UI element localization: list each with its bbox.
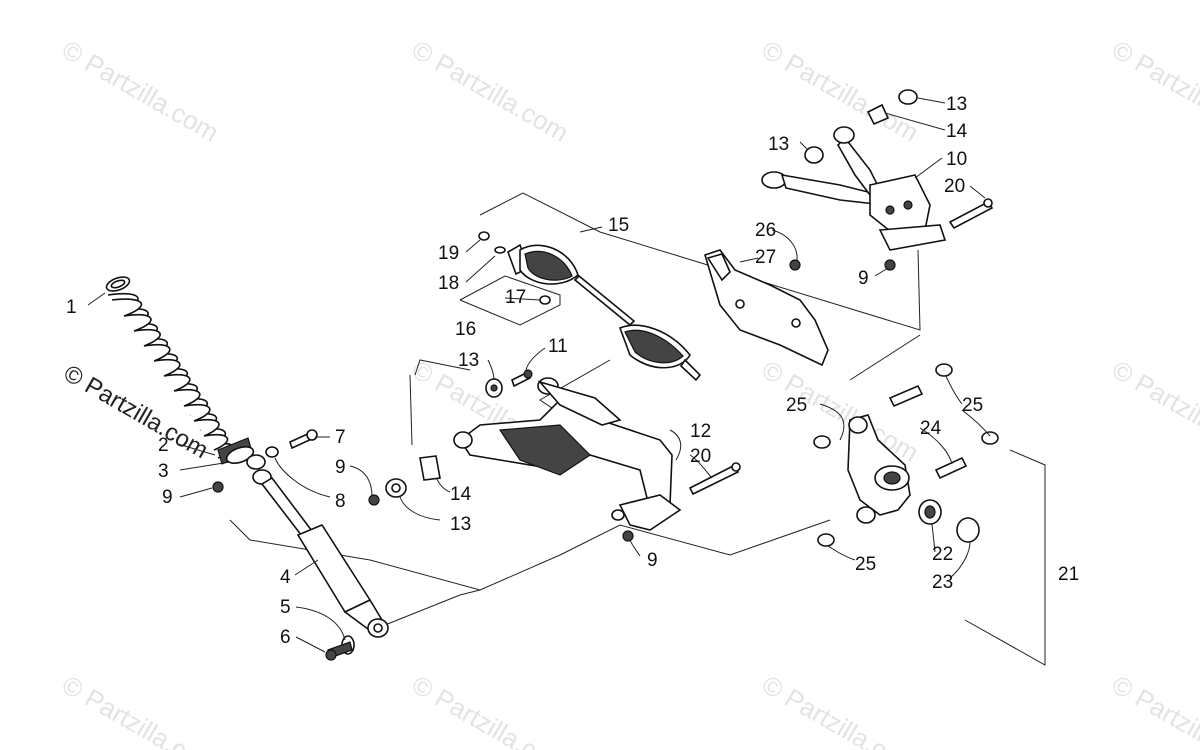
callout-20: 20 [944,176,965,197]
arm-bolt-11 [511,369,533,388]
callout-5: 5 [280,597,291,618]
callout-6: 6 [280,627,291,648]
nut-arm-lower [622,530,634,542]
callout-25: 25 [786,395,807,416]
callout-7: 7 [335,427,346,448]
callout-24: 24 [920,418,942,439]
shock-upper-bushing [265,446,279,458]
callout-13: 13 [450,514,471,535]
guard-bolt [789,259,801,271]
watermark: © Partzilla.com [757,354,924,468]
callout-14: 14 [946,121,968,142]
guard-plate [704,249,829,367]
callout-15: 15 [608,215,629,236]
callout-9: 9 [858,268,869,289]
arm-group-outline [409,359,471,446]
shock-upper-bolt [289,429,318,450]
watermark: © Partzilla.com [1107,669,1200,750]
callout-12: 12 [690,421,711,442]
watermark: © Partzilla.com [1107,354,1200,468]
boot-kit-bracket [459,275,561,326]
group-brackets [229,192,1046,666]
arm-group-outline-lower [369,519,831,591]
callout-16: 16 [455,319,476,340]
axle-group-outline [479,192,921,331]
knuckle-bracket [964,449,1046,666]
watermark: © Partzilla.com [407,669,574,750]
drive-axle [507,243,702,382]
watermark: © Partzilla.com [407,34,574,148]
watermark: © Partzilla.com [1107,34,1200,148]
spring-seat [217,437,255,465]
callout-8: 8 [335,491,346,512]
snap-ring [956,517,980,543]
watermark: © Partzilla.com [757,669,924,750]
callout-13: 13 [768,134,789,155]
watermark: © Partzilla.com [57,34,224,148]
shock-lower-bolt [325,641,353,661]
callout-25: 25 [855,554,876,575]
spring-retainer-ring [105,276,131,292]
callout-labels: 1 2 3 9 4 5 6 7 8 9 14 13 13 11 12 20 9 … [66,94,1079,648]
callout-9: 9 [162,487,173,508]
boot-clamp-hardware [478,231,551,305]
callout-22: 22 [932,544,953,565]
arm-upper-bushing [485,378,503,398]
callout-18: 18 [438,273,459,294]
shock-absorber [246,454,389,638]
callout-3: 3 [158,461,169,482]
callout-9: 9 [647,550,658,571]
watermark: © Partzilla.com [57,669,224,750]
callout-13: 13 [458,350,479,371]
callout-27: 27 [755,247,776,268]
callout-4: 4 [280,567,291,588]
callout-9: 9 [335,457,346,478]
upper-arm-bolt [948,198,994,230]
knuckle-upper-line [849,334,921,381]
callout-23: 23 [932,572,953,593]
lower-control-arm [453,377,682,531]
callout-13: 13 [946,94,967,115]
upper-control-arm [761,126,947,251]
callout-10: 10 [946,149,967,170]
coil-spring [107,292,234,459]
knuckle-pins [813,363,999,547]
callout-14: 14 [450,484,472,505]
callout-11: 11 [548,336,568,357]
callout-21: 21 [1058,564,1079,585]
callout-17: 17 [505,287,526,308]
callout-20: 20 [690,446,711,467]
callout-1: 1 [66,297,77,318]
hub-bearing [918,499,942,525]
knuckle [847,414,911,524]
watermark-layer: © Partzilla.com © Partzilla.com © Partzi… [57,34,1200,750]
callout-19: 19 [438,243,459,264]
upper-arm-bushings [804,89,918,164]
nut-upper-arm [884,259,896,271]
nut-shock-upper [212,481,224,493]
arm-bolt-20 [688,462,741,496]
arm-left-hardware [368,455,441,506]
callout-25: 25 [962,395,983,416]
shock-tie-line [384,589,481,626]
callout-26: 26 [755,220,776,241]
leader-lines [87,97,991,653]
callout-2: 2 [158,435,169,456]
